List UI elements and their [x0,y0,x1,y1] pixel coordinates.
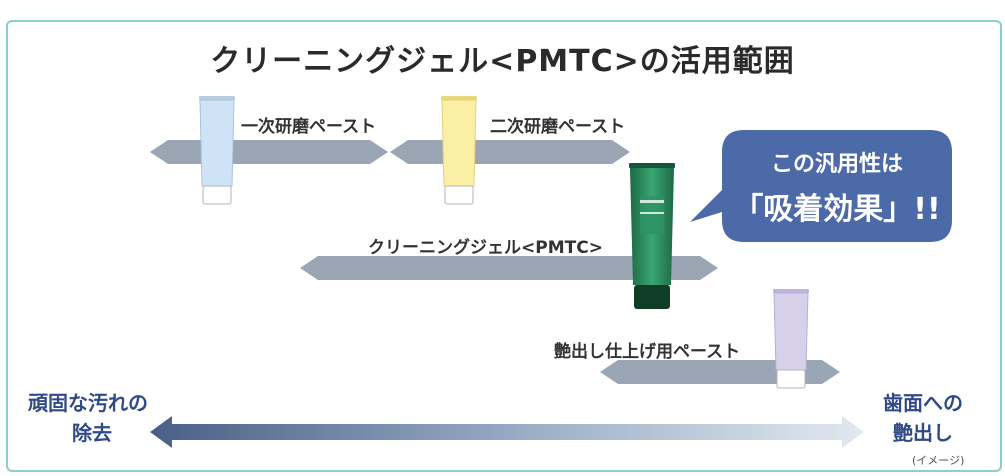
label-polish-paste: 艶出し仕上げ用ペースト [554,342,741,362]
scale-left-label: 頑固な汚れの 除去 [28,388,148,448]
bubble-line-2: 「吸着効果」!! [733,192,941,227]
range-arrow-secondary-paste [390,140,630,164]
diagram-frame [6,20,1002,472]
scale-right-line-1: 歯面への [883,391,963,415]
scale-left-line-1: 頑固な汚れの [28,391,148,415]
diagram-title: クリーニングジェル<PMTC>の活用範囲 [210,44,795,79]
label-cleaning-gel: クリーニングジェル<PMTC> [368,238,603,258]
tube-primary-paste [199,96,235,205]
range-arrow-cleaning-gel [300,256,718,280]
scale-right-line-2: 艶出し [893,421,953,445]
speech-bubble [690,130,952,242]
scale-arrow [150,416,864,448]
bubble-line-1: この汎用性は [770,152,903,177]
tube-secondary-paste [441,96,477,205]
tube-cleaning-gel [629,163,675,309]
scale-left-line-2: 除去 [72,421,112,445]
image-note: (イメージ) [912,454,965,467]
range-arrow-primary-paste [150,140,388,164]
scale-right-label: 歯面への 艶出し [868,388,978,448]
label-primary-paste: 一次研磨ペースト [241,117,377,137]
label-secondary-paste: 二次研磨ペースト [490,117,626,137]
tube-polish-paste [773,289,809,389]
